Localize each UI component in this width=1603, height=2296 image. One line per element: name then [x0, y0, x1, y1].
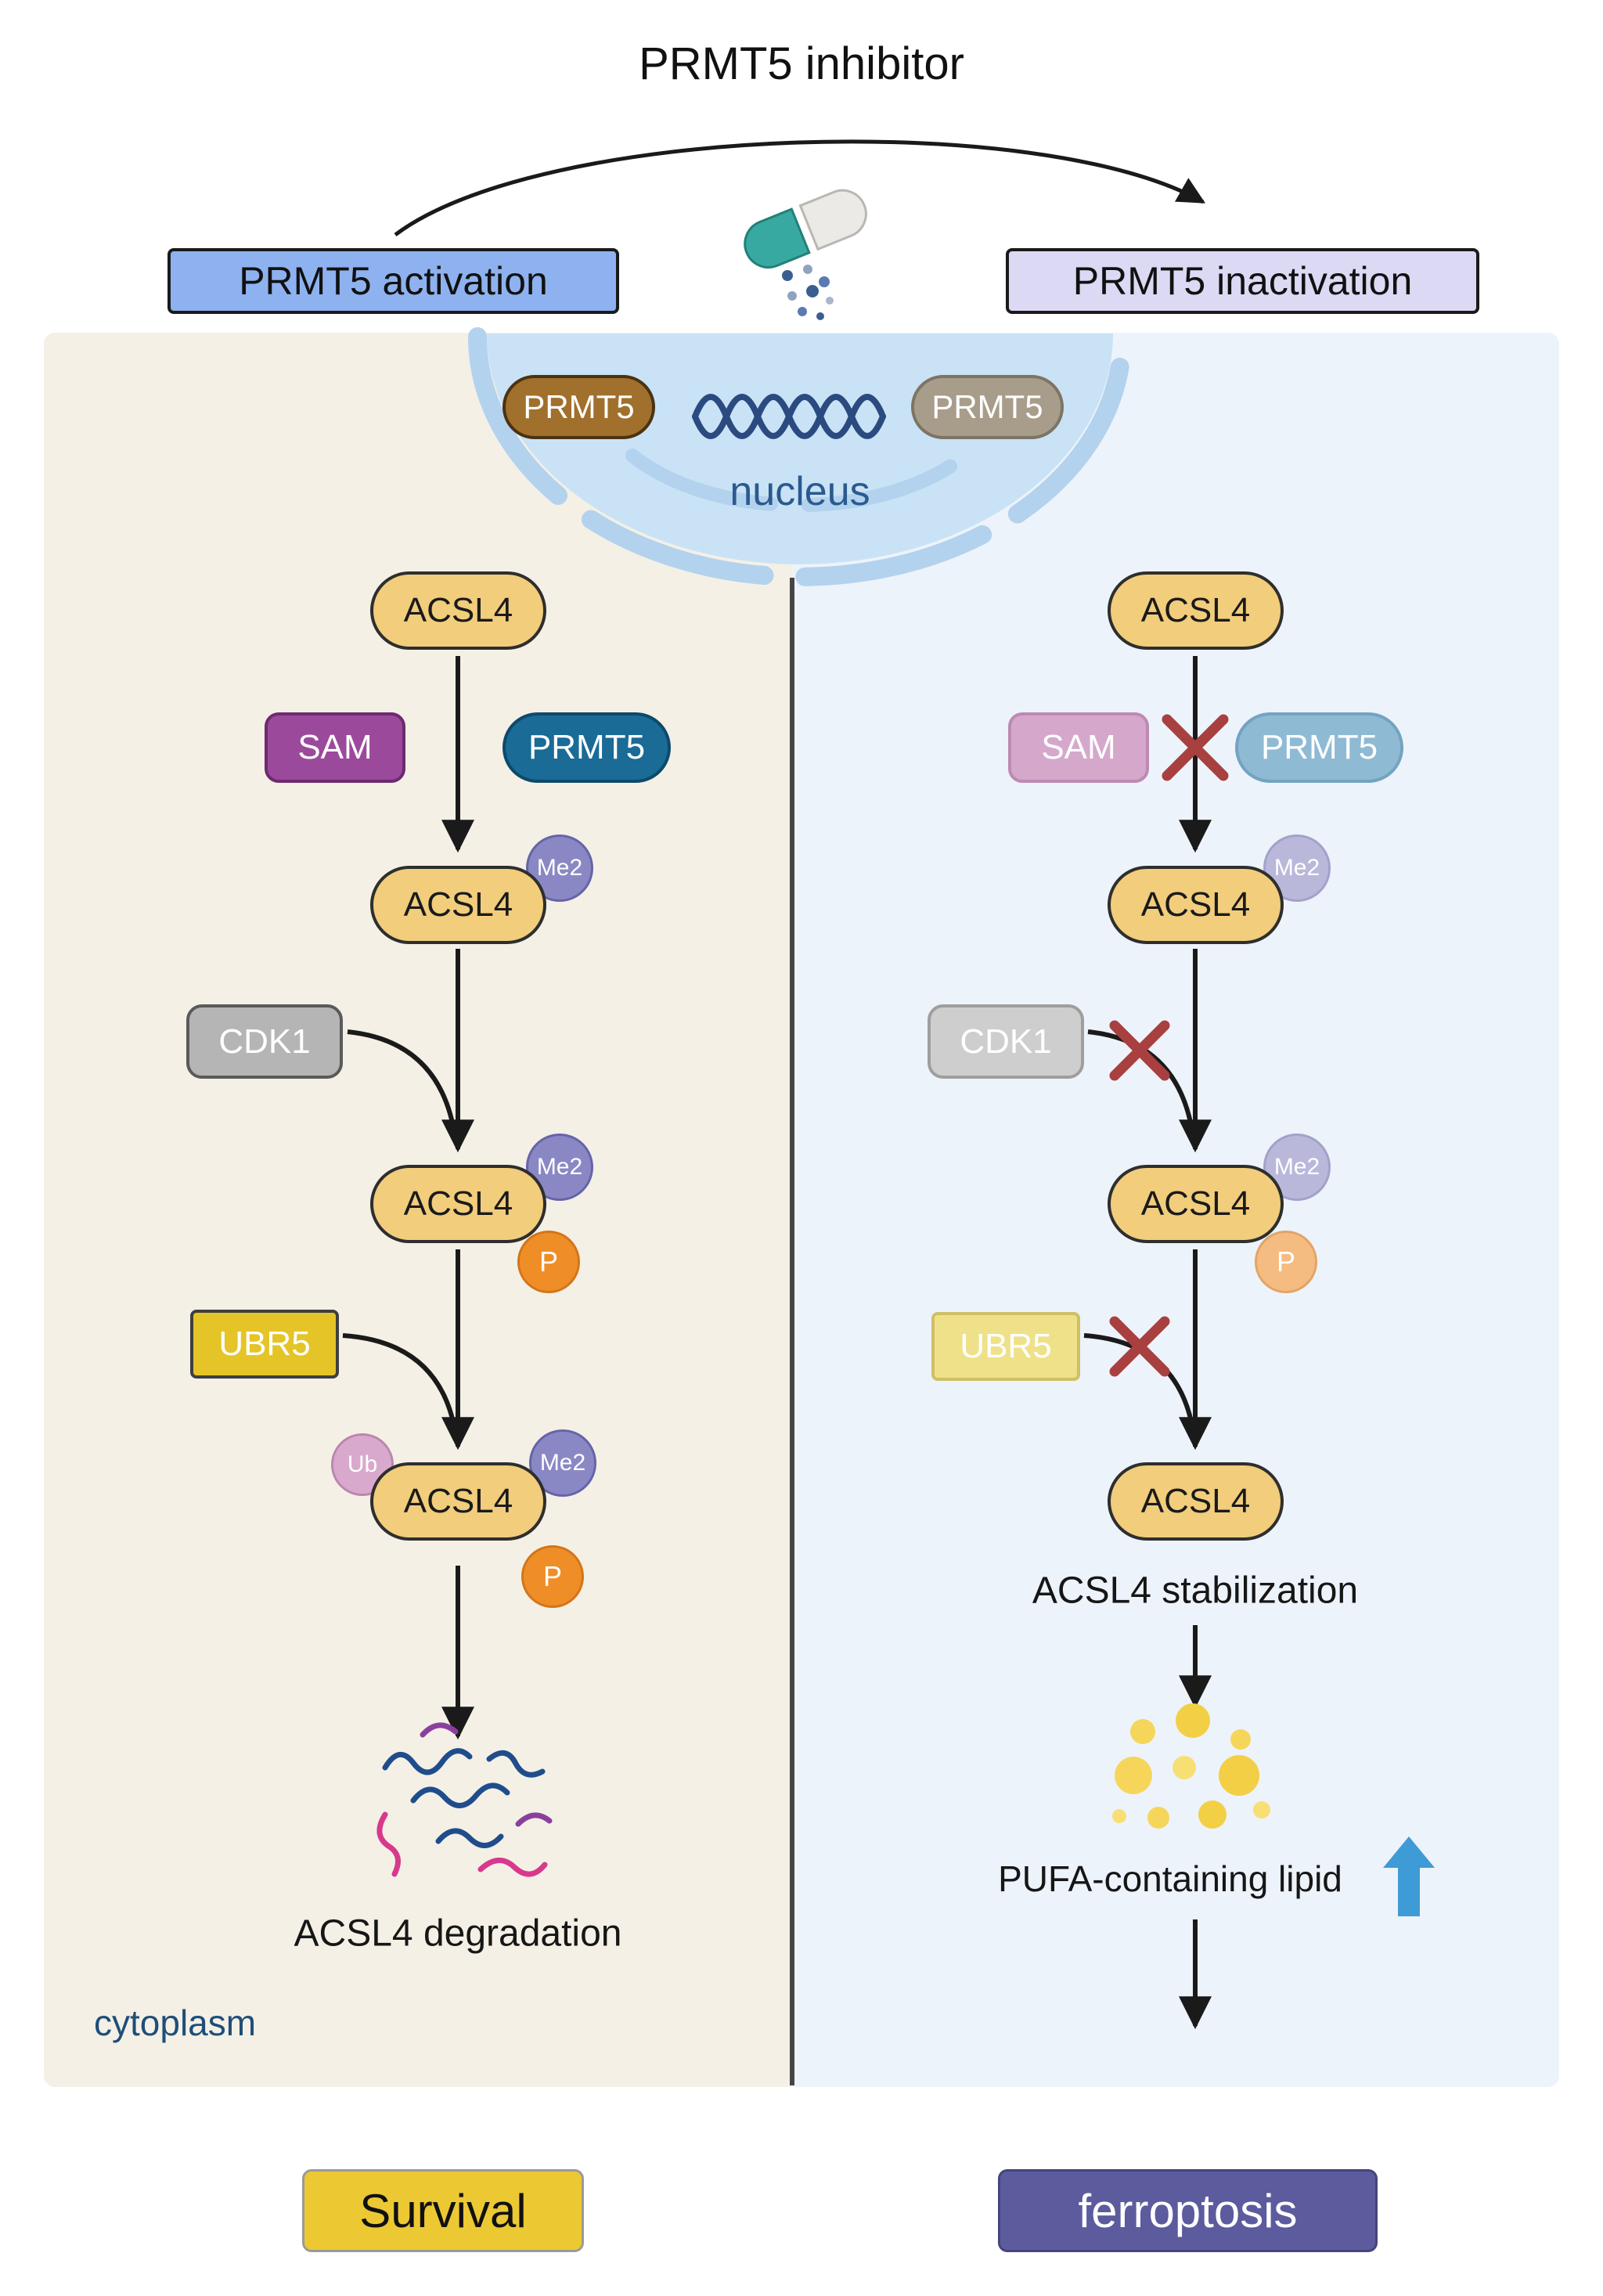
acsl4-node-right-1: ACSL4	[1108, 571, 1284, 650]
acsl4-label: ACSL4	[403, 591, 513, 629]
acsl4-pill: ACSL4	[370, 571, 546, 650]
acsl4-me2-node-right: Me2 ACSL4	[1108, 834, 1331, 944]
ubr5-node-right-inactive: UBR5	[931, 1312, 1080, 1381]
sam-node-left: SAM	[265, 712, 405, 783]
acsl4-label: ACSL4	[403, 885, 513, 924]
cytoplasm-label: cytoplasm	[94, 2002, 257, 2043]
acsl4-pill: ACSL4	[1108, 1165, 1284, 1243]
dna-icon	[692, 394, 886, 439]
header-prmt5-inactivation: PRMT5 inactivation	[1006, 248, 1479, 314]
survival-outcome-box: Survival	[302, 2169, 584, 2252]
me2-label: Me2	[536, 1154, 583, 1180]
prmt5-pill: PRMT5	[503, 712, 671, 783]
phospho-label: P	[1276, 1245, 1295, 1278]
nucleus-label: nucleus	[729, 469, 870, 514]
header-prmt5-activation: PRMT5 activation	[168, 248, 619, 314]
ferroptosis-outcome-box: ferroptosis	[998, 2169, 1378, 2252]
acsl4-label: ACSL4	[403, 1184, 513, 1223]
cdk1-node-left: CDK1	[186, 1004, 343, 1079]
acsl4-label: ACSL4	[1140, 591, 1251, 629]
phospho-label: P	[539, 1245, 558, 1278]
acsl4-node-left-1: ACSL4	[370, 571, 546, 650]
x-cdk1-icon	[1109, 1020, 1170, 1081]
stabilization-caption: ACSL4 stabilization	[1032, 1570, 1359, 1612]
prmt5-pill-faded: PRMT5	[1235, 712, 1403, 783]
me2-label: Me2	[1273, 1154, 1320, 1180]
x-sam-prmt5-icon	[1162, 714, 1229, 781]
page-title: PRMT5 inhibitor	[639, 38, 964, 89]
acsl4-me2-node-left: Me2 ACSL4	[370, 834, 593, 944]
increase-arrow-icon	[1383, 1836, 1435, 1916]
prmt5-node-right-inactive: PRMT5	[1235, 712, 1403, 783]
phospho-badge: P	[521, 1545, 584, 1608]
sam-label: SAM	[1041, 728, 1116, 766]
acsl4-ub-me2-p-node-left: Ub Me2 P ACSL4	[331, 1429, 596, 1608]
phospho-badge-faded: P	[1255, 1231, 1317, 1293]
cdk1-node-right-inactive: CDK1	[928, 1004, 1084, 1079]
sam-node-right-inactive: SAM	[1008, 712, 1149, 783]
prmt5-label: PRMT5	[528, 728, 646, 766]
inhibition-x-marks	[1109, 714, 1229, 1377]
pill-capsule-icon	[744, 189, 867, 269]
acsl4-pill: ACSL4	[1108, 571, 1284, 650]
me2-badge: Me2	[526, 1134, 593, 1201]
acsl4-pill: ACSL4	[370, 866, 546, 944]
prmt5-label: PRMT5	[931, 388, 1043, 425]
acsl4-pill: ACSL4	[1108, 1462, 1284, 1541]
acsl4-label: ACSL4	[1140, 1184, 1251, 1223]
prmt5-node-left: PRMT5	[503, 712, 671, 783]
cdk1-box-faded: CDK1	[928, 1004, 1084, 1079]
nucleus-prmt5-right-node: PRMT5	[911, 375, 1064, 439]
ubr5-label: UBR5	[960, 1327, 1052, 1365]
ubr5-node-left: UBR5	[190, 1310, 339, 1379]
sam-label: SAM	[297, 728, 373, 766]
prmt5-label: PRMT5	[523, 388, 635, 425]
sam-box-faded: SAM	[1008, 712, 1149, 783]
degradation-caption: ACSL4 degradation	[294, 1912, 622, 1955]
me2-label: Me2	[536, 855, 583, 881]
capsule-granule-dots	[782, 265, 834, 320]
phospho-label: P	[542, 1560, 562, 1592]
acsl4-label: ACSL4	[403, 1482, 513, 1520]
acsl4-pill: ACSL4	[370, 1462, 546, 1541]
cdk1-label: CDK1	[218, 1022, 311, 1061]
ubiquitin-label: Ub	[347, 1451, 378, 1477]
prmt5-brown-pill: PRMT5	[503, 375, 655, 439]
acsl4-me2-p-node-left: Me2 P ACSL4	[370, 1134, 593, 1293]
me2-label: Me2	[1273, 855, 1320, 881]
acsl4-me2-p-node-right: Me2 P ACSL4	[1108, 1134, 1331, 1293]
acsl4-pill: ACSL4	[1108, 866, 1284, 944]
nucleus-shape	[468, 327, 1132, 586]
cdk1-box: CDK1	[186, 1004, 343, 1079]
lipid-droplets-icon	[1112, 1703, 1270, 1829]
ubr5-box-faded: UBR5	[931, 1312, 1080, 1381]
acsl4-node-right-stabilized: ACSL4	[1108, 1462, 1284, 1541]
acsl4-pill: ACSL4	[370, 1165, 546, 1243]
inhibitor-arc-arrow	[394, 139, 1206, 236]
acsl4-label: ACSL4	[1140, 885, 1251, 924]
acsl4-label: ACSL4	[1140, 1482, 1251, 1520]
pufa-caption: PUFA-containing lipid	[998, 1858, 1342, 1899]
me2-label: Me2	[539, 1450, 586, 1476]
x-ubr5-icon	[1109, 1316, 1170, 1377]
nucleus-prmt5-left-node: PRMT5	[503, 375, 655, 439]
ubr5-box: UBR5	[190, 1310, 339, 1379]
sam-box: SAM	[265, 712, 405, 783]
phospho-badge: P	[517, 1231, 580, 1293]
prmt5-label: PRMT5	[1260, 728, 1378, 766]
ubr5-label: UBR5	[218, 1325, 311, 1363]
cdk1-label: CDK1	[960, 1022, 1052, 1061]
degradation-fragments-icon	[376, 1722, 553, 1877]
me2-badge: Me2	[529, 1429, 596, 1497]
prmt5-gray-pill: PRMT5	[911, 375, 1064, 439]
